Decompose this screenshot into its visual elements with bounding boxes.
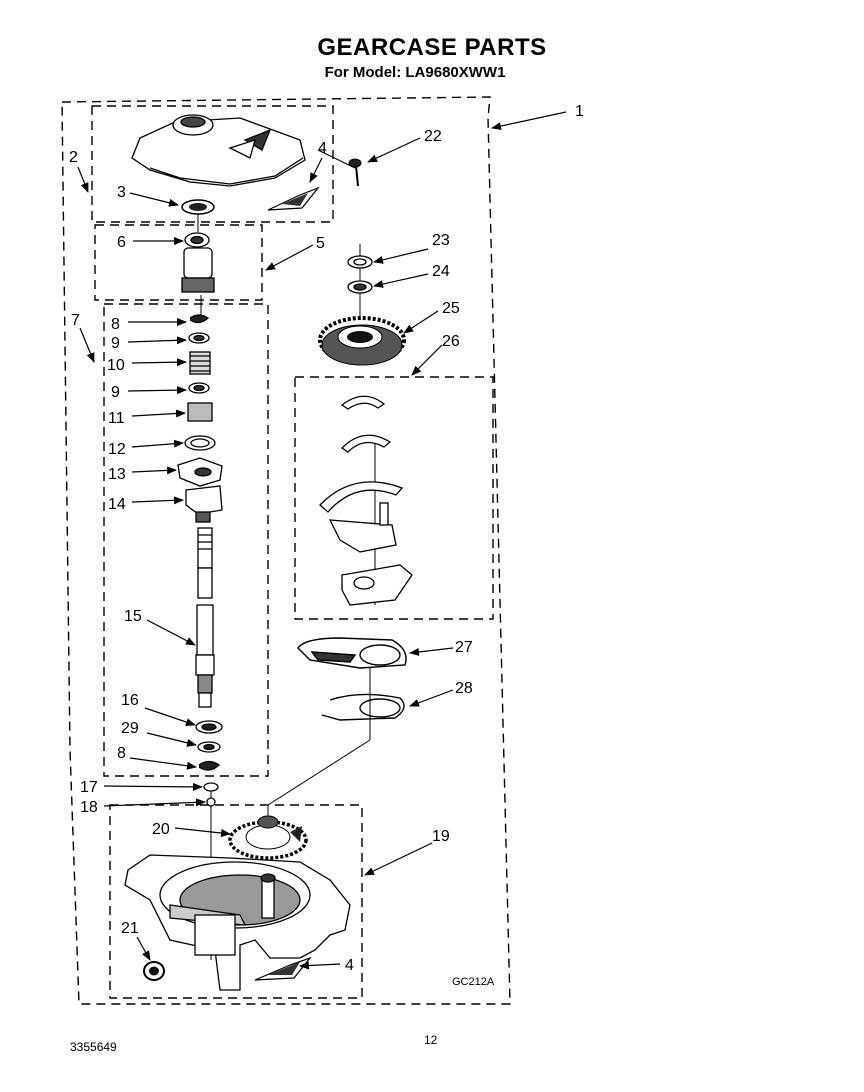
label-part-20: 20 [152,821,170,838]
page-number: 12 [424,1033,438,1047]
part-labels: 1 2 3 4 22 5 6 7 8 9 10 9 11 12 13 14 15… [69,103,584,988]
screw-22 [348,158,362,187]
label-part-17: 17 [80,779,98,796]
drive-gear-20 [228,815,308,860]
label-part-16: 16 [121,692,139,709]
box-gearcase-19 [109,804,363,999]
label-part-9-bottom: 9 [111,384,120,401]
document-number: 3355649 [70,1040,117,1054]
label-part-12: 12 [108,441,126,458]
box-shifter-26 [294,376,494,620]
label-part-1: 1 [575,103,584,120]
label-part-9-top: 9 [111,335,120,352]
label-part-3: 3 [117,184,126,201]
box-cover-2 [91,105,334,223]
label-part-5: 5 [316,235,325,252]
label-part-11: 11 [108,410,125,427]
grease-tube-4-top [267,186,320,211]
label-part-27: 27 [455,639,473,656]
lower-washers [195,720,223,807]
label-part-8-top: 8 [111,316,120,333]
pinion-6 [181,232,215,293]
shaft-stack [177,314,223,523]
gearcase-cover [131,114,306,187]
spring-28 [321,693,405,721]
shift-lever-27 [297,637,407,669]
model-subtitle: For Model: LA9680XWW1 [324,64,506,81]
label-part-23: 23 [432,232,450,249]
bearing-3 [181,199,215,215]
gearcase-19 [124,854,351,991]
label-part-26: 26 [442,333,460,350]
group-boxes [61,96,511,1005]
label-part-10: 10 [107,357,125,374]
box-shaft-7 [103,303,269,777]
label-part-2: 2 [69,149,78,166]
right-washers [347,255,373,294]
drawing-code: GC212A [452,976,495,988]
label-part-21: 21 [121,920,139,937]
label-part-8-bottom: 8 [117,745,126,762]
label-part-18: 18 [80,799,98,816]
box-assembly-1 [61,96,511,1005]
label-part-19: 19 [432,828,450,845]
label-part-22: 22 [424,128,442,145]
page-title: GEARCASE PARTS [317,34,547,61]
label-part-6: 6 [117,234,126,251]
label-part-29: 29 [121,720,139,737]
leader-arrows [77,111,567,970]
agitator-shaft-15 [195,527,215,708]
label-part-28: 28 [455,680,473,697]
label-part-13: 13 [108,466,126,483]
label-part-4-bottom: 4 [345,957,354,974]
main-gear-25 [318,316,406,366]
label-part-24: 24 [432,263,450,280]
label-part-4-top: 4 [318,140,327,157]
label-part-15: 15 [124,608,142,625]
shifter-assembly-26 [319,395,413,606]
grease-tube-4-bottom [254,956,312,981]
label-part-25: 25 [442,300,460,317]
box-pinion-5 [94,224,263,301]
label-part-7: 7 [71,312,80,329]
label-part-14: 14 [108,496,126,513]
seal-21 [143,961,165,981]
